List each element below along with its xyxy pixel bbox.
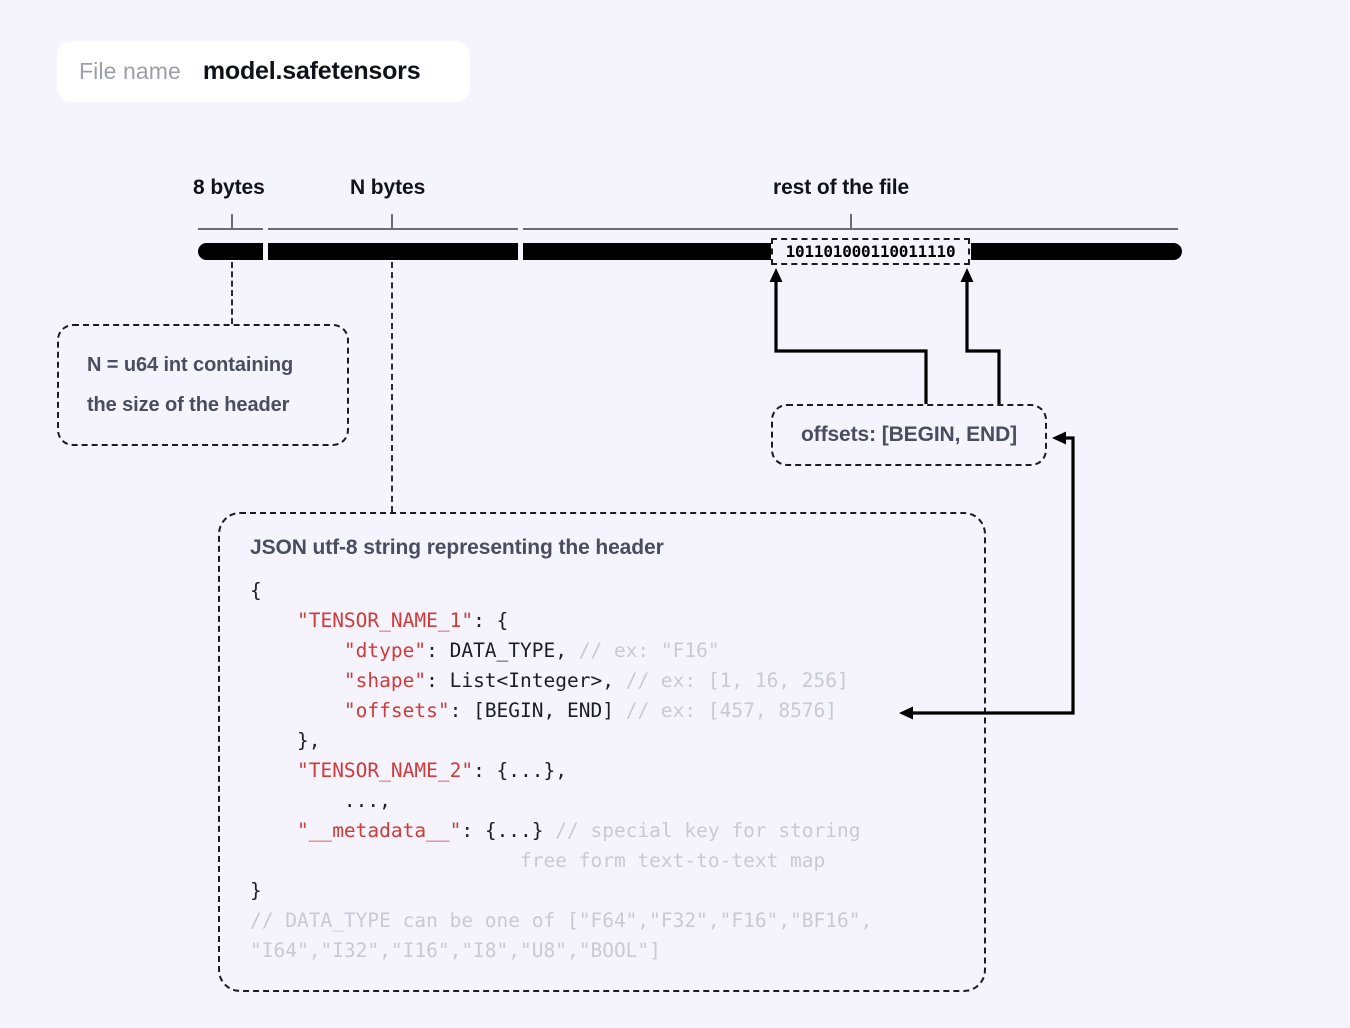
connector-to-json-box (391, 262, 393, 512)
json-code-line: "offsets": [BEGIN, END] // ex: [457, 857… (343, 699, 838, 722)
segment-label-rest-of-file: rest of the file (773, 176, 910, 199)
segment-label-n-bytes: N bytes (350, 176, 426, 199)
json-code-block: { "TENSOR_NAME_1": { "dtype": DATA_TYPE,… (250, 576, 984, 966)
json-header-box: JSON utf-8 string representing the heade… (218, 512, 986, 992)
connector-to-n-callout (231, 262, 233, 324)
callout-n-header-size: N = u64 int containing the size of the h… (57, 324, 349, 446)
ruler-tick-segment-2 (391, 214, 393, 230)
ruler-tick-segment-1 (231, 214, 233, 230)
ruler-line-segment-2 (268, 228, 518, 230)
byte-bar-segment-data-left (523, 243, 771, 260)
json-code-line: "__metadata__": {...} // special key for… (296, 819, 861, 842)
json-code-line: } (250, 879, 262, 902)
binary-chunk-bits: 101101000110011110 (785, 242, 956, 261)
byte-bar-segment-header-size (198, 243, 263, 260)
json-code-line: // DATA_TYPE can be one of ["F64","F32",… (250, 909, 873, 932)
arrow-offsets-to-end (960, 268, 1001, 404)
ruler-line-segment-1 (198, 228, 263, 230)
json-code-line: "TENSOR_NAME_1": { (296, 609, 509, 632)
json-code-line: }, (250, 729, 321, 752)
ruler-tick-segment-3 (850, 214, 852, 230)
json-code-line: "TENSOR_NAME_2": {...}, (296, 759, 567, 782)
binary-chunk-highlight: 101101000110011110 (771, 238, 970, 265)
arrow-offsets-to-begin (769, 268, 928, 404)
filename-pill: File name model.safetensors (57, 41, 470, 102)
json-code-line: { (250, 579, 262, 602)
callout-n-line-2: the size of the header (87, 394, 290, 416)
byte-bar-segment-data-right (971, 243, 1182, 260)
json-code-line: free form text-to-text map (520, 849, 826, 872)
json-code-line: "dtype": DATA_TYPE, // ex: "F16" (343, 639, 720, 662)
byte-bar-segment-header (268, 243, 518, 260)
json-box-title: JSON utf-8 string representing the heade… (250, 536, 664, 559)
callout-offsets: offsets: [BEGIN, END] (771, 404, 1047, 466)
filename-label: File name (79, 58, 181, 84)
json-code-line: "I64","I32","I16","I8","U8","BOOL"] (250, 939, 661, 962)
callout-n-line-1: N = u64 int containing (87, 354, 294, 376)
json-code-line: ..., (250, 789, 391, 812)
filename-value: model.safetensors (202, 57, 421, 85)
json-code-line: "shape": List<Integer>, // ex: [1, 16, 2… (343, 669, 849, 692)
callout-offsets-text: offsets: [BEGIN, END] (800, 423, 1018, 446)
segment-label-8-bytes: 8 bytes (193, 176, 265, 199)
